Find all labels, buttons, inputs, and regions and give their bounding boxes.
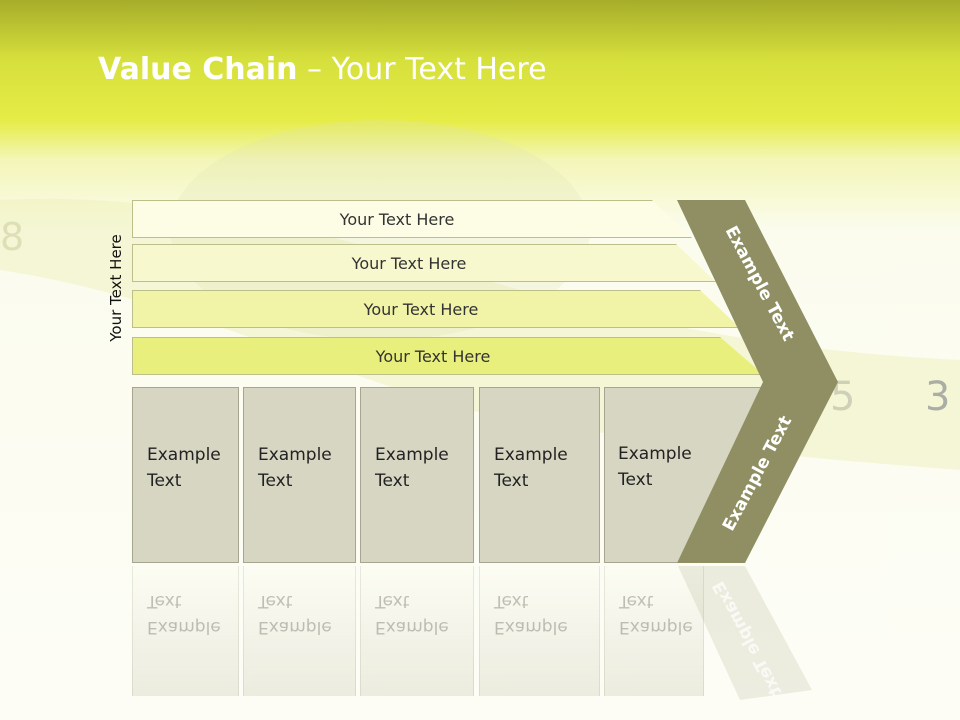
activity-box-line1: Example (618, 444, 692, 464)
svg-text:3: 3 (925, 374, 950, 420)
chevron-reflection (678, 566, 812, 700)
activity-box-line1: Example (147, 445, 221, 465)
support-bar-label: Your Text Here (351, 253, 467, 273)
support-bar: Your Text Here (132, 290, 740, 328)
slide-title-bold: Value Chain (98, 52, 298, 87)
activity-box-line1: Example (494, 445, 568, 465)
activity-box-line2: Text (494, 471, 529, 491)
activity-box-line1: Example (375, 445, 449, 465)
svg-text:8: 8 (0, 215, 24, 259)
support-bar: Your Text Here (132, 337, 764, 375)
activity-box-line2: Text (147, 471, 182, 491)
support-bar-label: Your Text Here (375, 346, 491, 366)
activity-box-line2: Text (375, 471, 410, 491)
slide-title-rest: – Your Text Here (297, 52, 547, 87)
activity-box-line2: Text (618, 470, 653, 490)
activity-box-line2: Text (258, 471, 293, 491)
support-bar: Your Text Here (132, 200, 692, 238)
activity-box-line1: Example (258, 445, 332, 465)
support-bar: Your Text Here (132, 244, 716, 282)
chevron-shape (677, 200, 838, 563)
support-bar-label: Your Text Here (363, 299, 479, 319)
support-bar-label: Your Text Here (339, 209, 455, 229)
slide-title: Value Chain – Your Text Here (98, 52, 547, 87)
